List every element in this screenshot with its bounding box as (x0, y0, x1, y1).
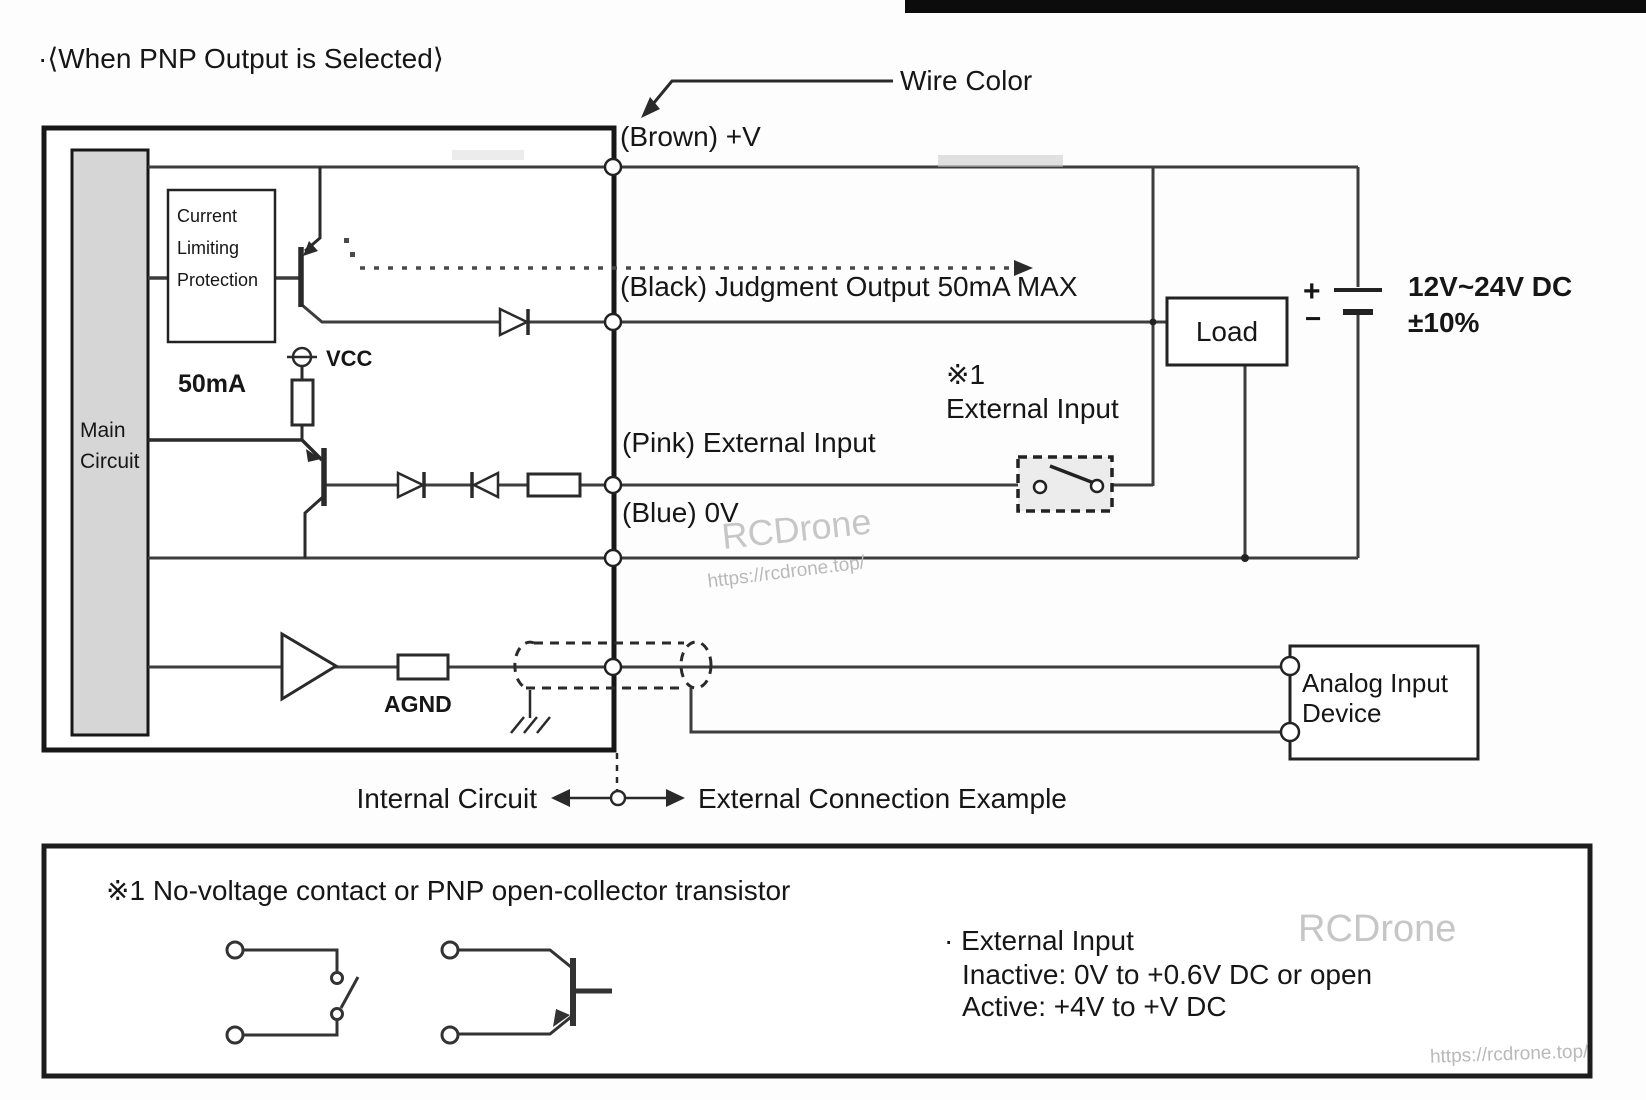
main-circuit-label-line2: Circuit (80, 450, 140, 473)
current-limiting-protection: Current Limiting Protection (148, 188, 300, 344)
clp-line1: Current (177, 206, 237, 226)
input-transistor (148, 438, 327, 558)
current-limit-label: 50mA (178, 370, 246, 398)
smudge-artifact (938, 155, 1063, 167)
wire-color-label: Wire Color (900, 65, 1032, 96)
boundary-right-label: External Connection Example (698, 783, 1067, 814)
emitter-arrow-icon (553, 1009, 570, 1027)
arrowhead-right-icon (666, 789, 685, 807)
smudge-artifact (452, 150, 524, 160)
note-ext-input-title: · External Input (944, 925, 1134, 956)
load-label: Load (1196, 316, 1258, 347)
wire-color-callout: Wire Color (641, 65, 1032, 118)
pnp-transistor-symbol-icon (440, 940, 612, 1045)
brown-wire-label: (Brown) +V (620, 121, 761, 152)
scan-artifact-bar (905, 0, 1646, 13)
vcc-label: VCC (326, 346, 373, 371)
analog-device-line1: Analog Input (1302, 668, 1449, 698)
black-wire-label: (Black) Judgment Output 50mA MAX (620, 271, 1078, 302)
arrowhead-icon (641, 97, 660, 118)
contact-symbol-icon (225, 940, 360, 1045)
border-terminals (603, 157, 623, 677)
blue-wire-label: (Blue) 0V (622, 497, 739, 528)
input-protection-diodes (396, 470, 582, 500)
arrowhead-left-icon (551, 789, 570, 807)
watermark-brand: RCDrone (720, 501, 874, 557)
load-box: Load (1149, 296, 1289, 562)
main-circuit-label-line1: Main (80, 419, 126, 442)
clp-line3: Protection (177, 270, 258, 290)
watermark-brand-2: RCDrone (1298, 908, 1456, 950)
emitter-arrow-icon (303, 241, 318, 256)
clp-line2: Limiting (177, 238, 239, 258)
power-spec-voltage: 12V~24V DC (1408, 271, 1572, 302)
cable-shield-icon (513, 640, 713, 690)
footnote-box: ※1 No-voltage contact or PNP open-collec… (41, 843, 1593, 1079)
battery-minus-sign: − (1305, 303, 1321, 334)
analog-input-device: Analog Input Device (1279, 644, 1480, 761)
agnd-label: AGND (384, 691, 452, 717)
internal-circuit-box: Main Circuit (41, 125, 617, 753)
black-wire (301, 303, 1167, 324)
shield-drain-wire (689, 688, 1282, 734)
analog-output-section: AGND (280, 631, 713, 734)
ext-input-ref: ※1 (946, 359, 985, 390)
ground-icon (510, 690, 551, 734)
amplifier-icon (280, 631, 339, 702)
power-supply: + − 12V~24V DC ±10% (1303, 271, 1572, 338)
arrowhead-right-icon (1014, 260, 1033, 276)
switch-lever-icon (1049, 464, 1095, 485)
vcc-node (287, 346, 317, 440)
footnote-title: ※1 No-voltage contact or PNP open-collec… (106, 875, 790, 906)
power-spec-tolerance: ±10% (1408, 307, 1480, 338)
note-inactive-spec: Inactive: 0V to +0.6V DC or open (962, 959, 1372, 990)
main-circuit-block (70, 148, 150, 737)
output-transistor (298, 167, 322, 307)
analog-device-line2: Device (1302, 698, 1381, 728)
note-active-spec: Active: +4V to +V DC (962, 991, 1227, 1022)
page-title: ·⟨When PNP Output is Selected⟩ (38, 43, 444, 74)
pink-wire-label: (Pink) External Input (622, 427, 876, 458)
boundary-left-label: Internal Circuit (356, 783, 537, 814)
dotted-signal-arrow (344, 238, 1033, 276)
analog-resistor (396, 653, 450, 681)
external-input-switch: ※1 External Input (946, 359, 1119, 513)
boundary-marker: Internal Circuit External Connection Exa… (356, 753, 1067, 814)
ext-input-label: External Input (946, 393, 1119, 424)
emitter-arrow-icon (306, 449, 321, 462)
battery-plus-sign: + (1303, 275, 1321, 308)
output-diode (498, 307, 530, 337)
pullup-resistor (290, 378, 315, 427)
